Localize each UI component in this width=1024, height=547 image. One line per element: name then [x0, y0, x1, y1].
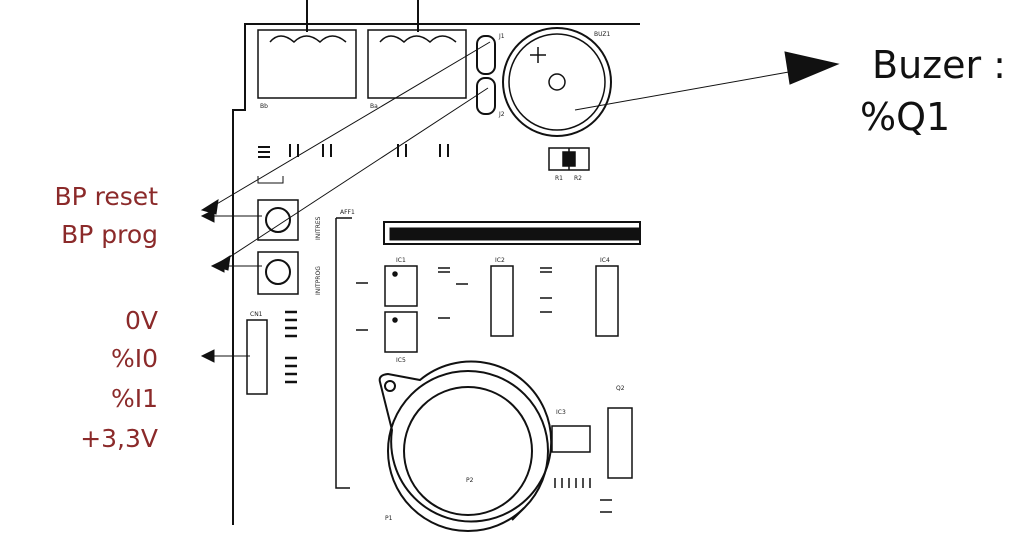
resistor-pads	[548, 147, 590, 171]
button-reset-component	[257, 199, 299, 241]
ic3-label: IC3	[556, 409, 566, 416]
display-area	[335, 217, 641, 489]
buzzer-signal: %Q1	[860, 95, 951, 139]
passive-components	[356, 267, 612, 513]
connector-cn1	[246, 310, 297, 395]
annotation-arrows	[200, 41, 840, 363]
buzzer-component	[502, 27, 612, 137]
terminal-right-label: Ba	[370, 103, 378, 110]
ic1-label: IC1	[396, 257, 406, 264]
ic5-label: IC5	[396, 357, 406, 364]
prog-arrow-line	[221, 87, 489, 263]
terminal-block-right	[367, 29, 467, 99]
label-bp-reset: BP reset	[54, 182, 159, 211]
terminal-left-label: Bb	[260, 103, 268, 110]
jumper-j1	[476, 35, 496, 115]
pin-label-0v: 0V	[124, 306, 158, 335]
pin-label-i1: %I1	[110, 384, 158, 413]
ic2-label: IC2	[495, 257, 505, 264]
pin-label-3v3: +3,3V	[80, 424, 158, 453]
buzzer-arrow-line	[574, 69, 801, 111]
initreset-label: INITRES	[315, 216, 322, 240]
buzzer-label: BUZ1	[594, 31, 611, 38]
q2-label: Q2	[616, 385, 625, 392]
ic-components	[384, 265, 633, 479]
jumper-j1-label: J1	[498, 33, 505, 40]
jumper-j2-label: J2	[498, 111, 505, 118]
button-prog-component	[257, 251, 299, 295]
r2-label: R2	[574, 175, 582, 182]
ic4-label: IC4	[600, 257, 610, 264]
conn-label: CN1	[250, 311, 263, 318]
label-bp-prog: BP prog	[61, 220, 158, 249]
terminal-block-left	[257, 29, 357, 99]
buzzer-arrowhead	[784, 51, 840, 85]
pin-label-i0: %I0	[110, 344, 158, 373]
board-outline	[232, 23, 640, 525]
resistor-row	[258, 144, 449, 158]
aff-label: AFF1	[340, 209, 355, 216]
r1-label: R1	[555, 175, 563, 182]
reset-arrow-line	[209, 41, 491, 209]
p2-label: P2	[466, 477, 474, 484]
p1-label: P1	[385, 515, 393, 522]
initprog-label: INITPROG	[315, 266, 322, 295]
buzzer-title: Buzer :	[872, 43, 1006, 87]
potentiometer-p2	[378, 360, 553, 532]
